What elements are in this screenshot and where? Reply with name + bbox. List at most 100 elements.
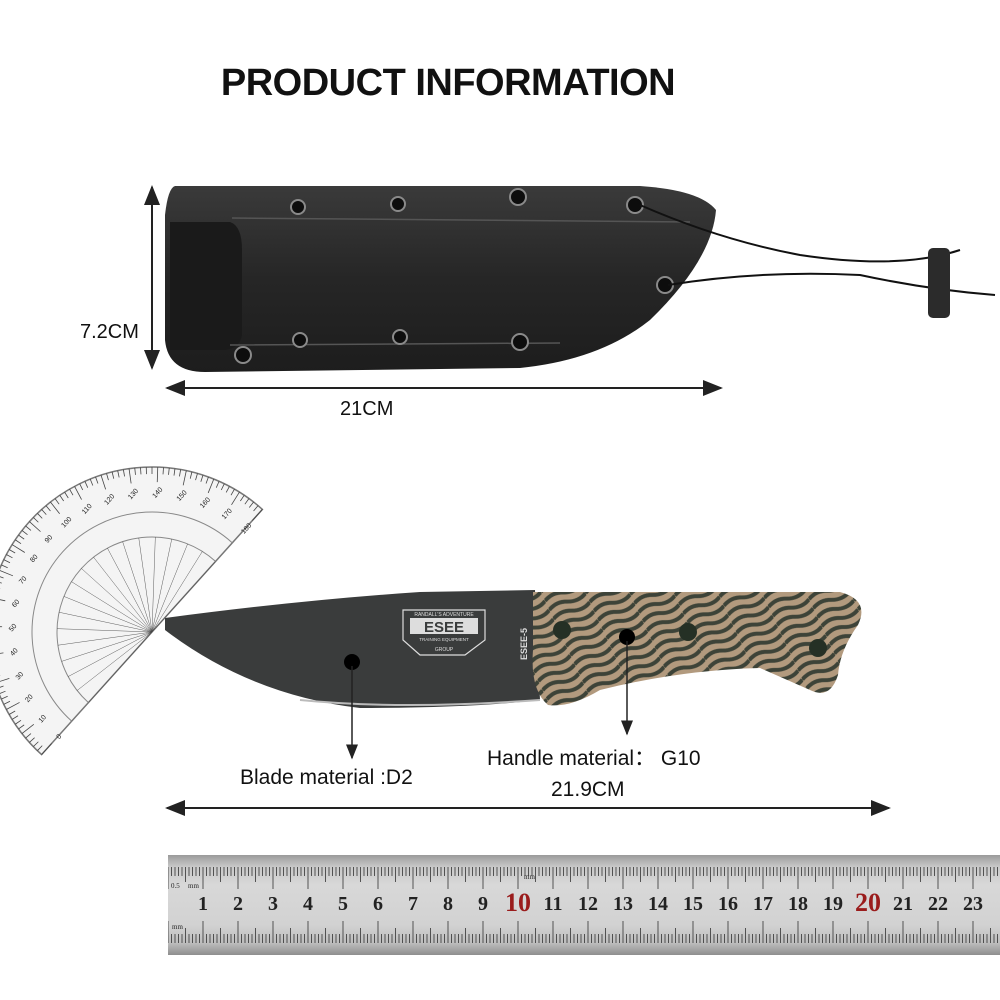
protractor-ray — [59, 612, 153, 633]
protractor-tick — [6, 554, 13, 559]
logo-bottom: TRAINING EQUIPMENT — [419, 637, 469, 642]
ruler-number: 6 — [373, 893, 383, 915]
protractor-tick — [0, 685, 4, 689]
ruler-number: 14 — [648, 893, 668, 915]
protractor-tick — [173, 468, 176, 476]
protractor-tick — [111, 471, 115, 479]
protractor-tick — [151, 467, 153, 474]
ruler-half-mm: 0.5 — [171, 882, 180, 890]
protractor-tick — [11, 544, 26, 553]
protractor-tick — [100, 474, 107, 490]
protractor-ray — [68, 631, 153, 677]
protractor-tick — [128, 468, 132, 484]
protractor-ray — [57, 628, 153, 633]
protractor-label: 60 — [11, 599, 21, 610]
protractor-tick — [0, 569, 14, 577]
ruler-unit-mid: mm — [524, 873, 535, 881]
handle-material-label: Handle material： G10 — [487, 747, 701, 770]
protractor-tick — [50, 501, 60, 515]
protractor-tick — [106, 473, 109, 481]
protractor-label: 10 — [38, 714, 48, 725]
protractor-tick — [220, 483, 225, 491]
protractor-tick — [37, 513, 43, 519]
protractor-label: 80 — [29, 554, 39, 565]
protractor-tick — [54, 498, 60, 505]
logo-main: ESEE — [424, 619, 464, 636]
protractor-tick — [1, 564, 8, 569]
protractor-ray — [151, 539, 172, 633]
lanyard-cord — [639, 204, 996, 296]
protractor-tick — [244, 498, 250, 505]
ruler-number: 16 — [718, 893, 738, 915]
ruler-number: 18 — [788, 893, 808, 915]
protractor-tick — [79, 483, 84, 491]
protractor-tick — [84, 481, 89, 488]
protractor-tick — [11, 715, 19, 720]
protractor-ray — [81, 568, 153, 633]
protractor-tick — [240, 494, 245, 502]
ruler-number: 10 — [505, 888, 531, 917]
ruler-number: 1 — [198, 893, 208, 915]
protractor-tick — [205, 476, 209, 484]
protractor-tick — [18, 724, 25, 730]
protractor-tick — [253, 505, 259, 512]
protractor-label: 40 — [9, 647, 19, 658]
model-stamp: ESEE-5 — [519, 628, 529, 660]
protractor-tick — [134, 467, 136, 475]
protractor-tick — [117, 470, 120, 478]
protractor-tick — [33, 741, 39, 747]
protractor-ray — [63, 596, 153, 633]
ruler-number: 23 — [963, 893, 983, 915]
protractor-tick — [3, 559, 11, 564]
protractor-tick — [182, 470, 187, 486]
ruler-number: 5 — [338, 893, 348, 915]
protractor-tick — [95, 476, 99, 484]
protractor-tick — [18, 534, 25, 540]
protractor-tick — [1, 695, 8, 700]
handle-bolt — [809, 639, 827, 657]
protractor-ray — [93, 557, 153, 633]
protractor-tick — [156, 467, 159, 483]
protractor-tick — [0, 575, 4, 579]
protractor-ray — [151, 561, 216, 633]
ruler-number: 8 — [443, 893, 453, 915]
handle — [532, 592, 862, 706]
protractor-tick — [179, 469, 182, 477]
protractor-tick — [25, 525, 32, 531]
protractor-ray — [138, 537, 153, 633]
ruler-number: 19 — [823, 893, 843, 915]
protractor-label: 20 — [24, 693, 34, 704]
protractor-tick — [64, 491, 69, 499]
protractor-tick — [45, 505, 51, 512]
protractor-tick — [41, 509, 47, 515]
ruler-number: 4 — [303, 893, 313, 915]
protractor-tick — [0, 690, 6, 695]
logo-top: RANDALL'S ADVENTURE — [414, 612, 474, 618]
ruler-unit: mm — [188, 882, 199, 890]
protractor-ray — [151, 537, 156, 633]
protractor-tick — [225, 486, 230, 493]
ruler-number: 20 — [855, 888, 881, 917]
protractor-tick — [231, 491, 240, 506]
sheath-height-label: 7.2CM — [80, 321, 139, 343]
protractor-tick — [230, 488, 235, 496]
ruler-number: 11 — [543, 893, 563, 915]
protractor-tick — [195, 473, 198, 481]
ruler-number: 12 — [578, 893, 598, 915]
protractor-ray — [88, 631, 153, 703]
protractor-tick — [3, 700, 11, 705]
protractor-tick — [8, 710, 16, 715]
protractor-tick — [145, 467, 147, 475]
sheath-length-label: 21CM — [340, 398, 394, 420]
ruler-number: 2 — [233, 893, 243, 915]
protractor-tick — [140, 467, 142, 475]
protractor-ray — [77, 631, 153, 691]
protractor-label: 50 — [8, 623, 18, 634]
protractor-tick — [37, 745, 43, 751]
protractor-label: 0 — [56, 733, 64, 741]
protractor-tick — [252, 509, 263, 521]
protractor-tick — [0, 677, 10, 684]
protractor-tick — [200, 474, 204, 482]
